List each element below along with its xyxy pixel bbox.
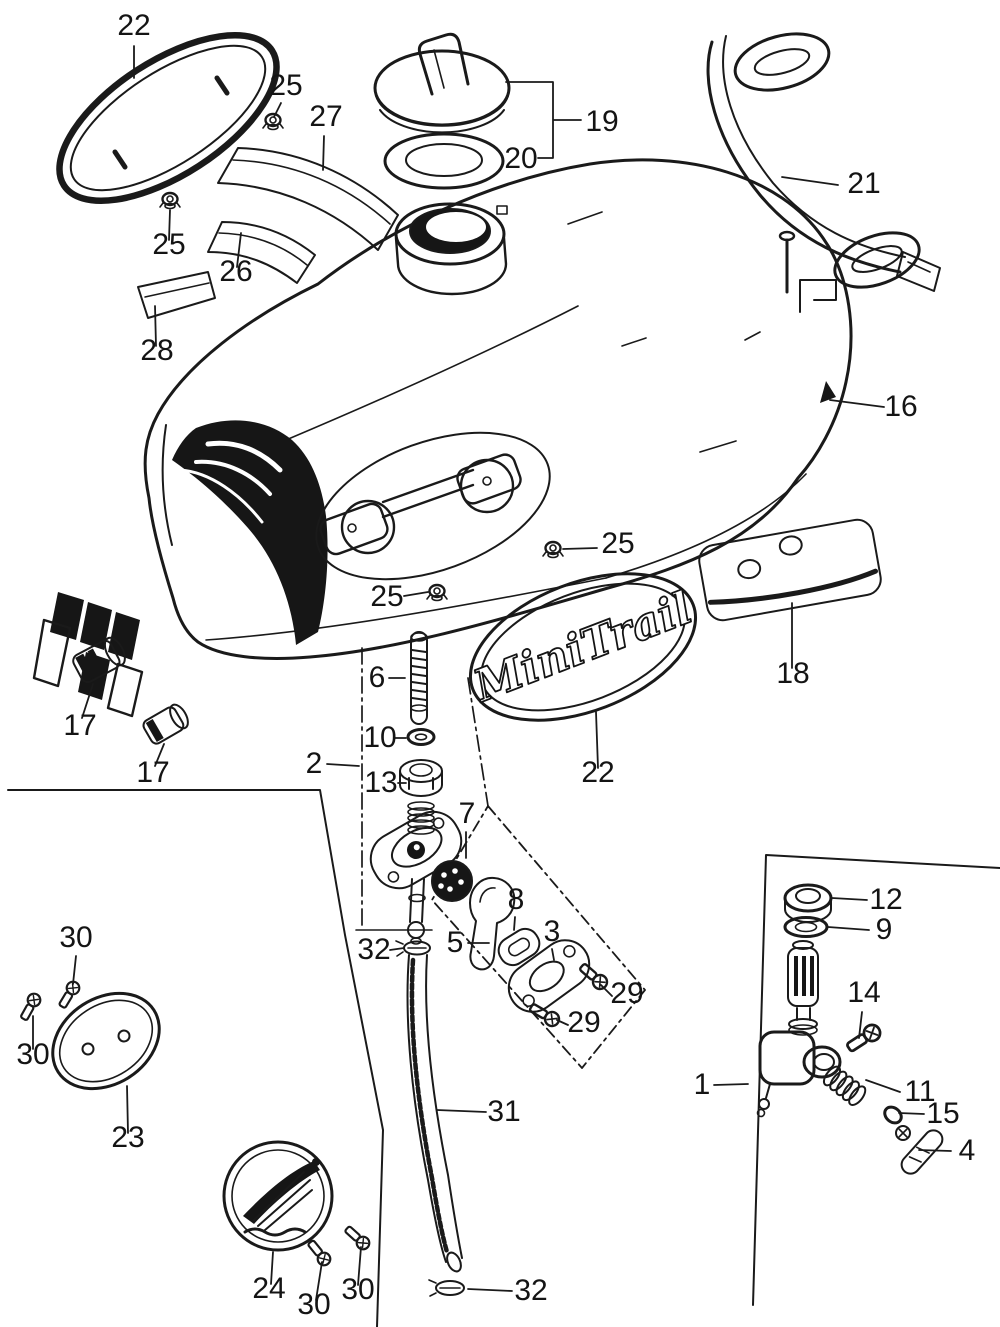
callout-label-12: 12 [869, 883, 902, 916]
callout-label-25: 25 [269, 69, 302, 102]
callout-label-20: 20 [504, 142, 537, 175]
strainer-cup-5 [469, 876, 516, 971]
callout-label-10: 10 [363, 721, 396, 754]
callout-label-14: 14 [847, 976, 880, 1009]
assembly-centerlines [355, 647, 646, 1069]
callout-label-16: 16 [884, 390, 917, 423]
callout-label-30: 30 [297, 1288, 330, 1321]
callout-label-30: 30 [59, 921, 92, 954]
callout-label-9: 9 [876, 913, 893, 946]
callout-label-8: 8 [508, 883, 525, 916]
minitrail-badge: MiniTrail [464, 572, 700, 722]
section-boundary-lines [7, 789, 1000, 1327]
callout-label-22: 22 [581, 756, 614, 789]
tube-clip-32b [435, 1280, 465, 1296]
gasket-8 [497, 927, 541, 967]
callout-label-25: 25 [601, 527, 634, 560]
callout-label-21: 21 [847, 167, 880, 200]
callout-label-17: 17 [136, 756, 169, 789]
screw-30b [16, 990, 44, 1024]
callout-labels: 22 25 27 19 20 21 25 26 28 16 25 25 18 1… [16, 9, 975, 1321]
callout-label-2: 2 [306, 747, 323, 780]
bolt-25d [425, 583, 449, 602]
callout-label-32: 32 [514, 1274, 547, 1307]
callout-label-32: 32 [357, 933, 390, 966]
callout-label-29: 29 [567, 1006, 600, 1039]
callout-label-18: 18 [776, 657, 809, 690]
tank-rubber-mat [56, 32, 280, 204]
callout-label-15: 15 [926, 1097, 959, 1130]
tank-strap [706, 32, 941, 292]
fuel-tap-mounting-stack [369, 631, 473, 957]
fuel-tank [32, 158, 853, 718]
minitrail-badge-text: MiniTrail [465, 583, 699, 713]
callout-label-23: 23 [111, 1121, 144, 1154]
callout-label-13: 13 [364, 766, 397, 799]
screw-30a [55, 978, 83, 1011]
callout-label-4: 4 [959, 1134, 976, 1167]
callout-label-6: 6 [369, 661, 386, 694]
callout-label-25: 25 [370, 580, 403, 613]
callout-label-28: 28 [140, 334, 173, 367]
callout-label-1: 1 [694, 1068, 711, 1101]
emblem-base-plate-23 [51, 991, 161, 1091]
rubber-strip-26 [207, 221, 316, 284]
strap-pin-and-bracket [778, 230, 837, 313]
cap-callout-bracket [505, 81, 582, 159]
callout-label-11: 11 [904, 1075, 935, 1108]
callout-label-5: 5 [447, 926, 464, 959]
callout-label-7: 7 [459, 797, 476, 830]
callout-label-30: 30 [341, 1273, 374, 1306]
callout-label-3: 3 [544, 915, 561, 948]
fuel-tube [406, 954, 465, 1297]
bolt-25b [158, 191, 182, 210]
callout-label-30: 30 [16, 1038, 49, 1071]
leader-lines [32, 45, 952, 1301]
screw-29b [526, 999, 563, 1030]
screw-30d [341, 1222, 373, 1253]
fuel-filler-cap [373, 32, 511, 134]
callout-label-27: 27 [309, 100, 342, 133]
seat-pad-18 [698, 518, 882, 622]
callout-label-26: 26 [219, 255, 252, 288]
callout-label-31: 31 [487, 1095, 520, 1128]
rubber-cushion-17a [72, 636, 126, 684]
callout-label-29: 29 [610, 977, 643, 1010]
wing-emblem-24 [222, 1140, 334, 1252]
rubber-strip-27 [217, 147, 399, 251]
filler-neck [394, 202, 508, 296]
callout-label-19: 19 [585, 105, 618, 138]
callout-label-24: 24 [252, 1272, 285, 1305]
screw-29a [576, 959, 612, 994]
rubber-cushion-17b [142, 703, 189, 745]
screw-30c [304, 1237, 334, 1269]
bolt-25a [261, 112, 285, 131]
tank-side-recess-handle [315, 431, 551, 581]
screw-14 [843, 1020, 885, 1057]
rubber-strip-28 [137, 271, 216, 319]
callout-label-25: 25 [152, 228, 185, 261]
fuel-cock-assembly [756, 883, 944, 1175]
callout-label-22: 22 [117, 9, 150, 42]
cap-gasket [383, 132, 505, 190]
callout-label-17: 17 [63, 709, 96, 742]
bolt-25c [541, 540, 565, 559]
